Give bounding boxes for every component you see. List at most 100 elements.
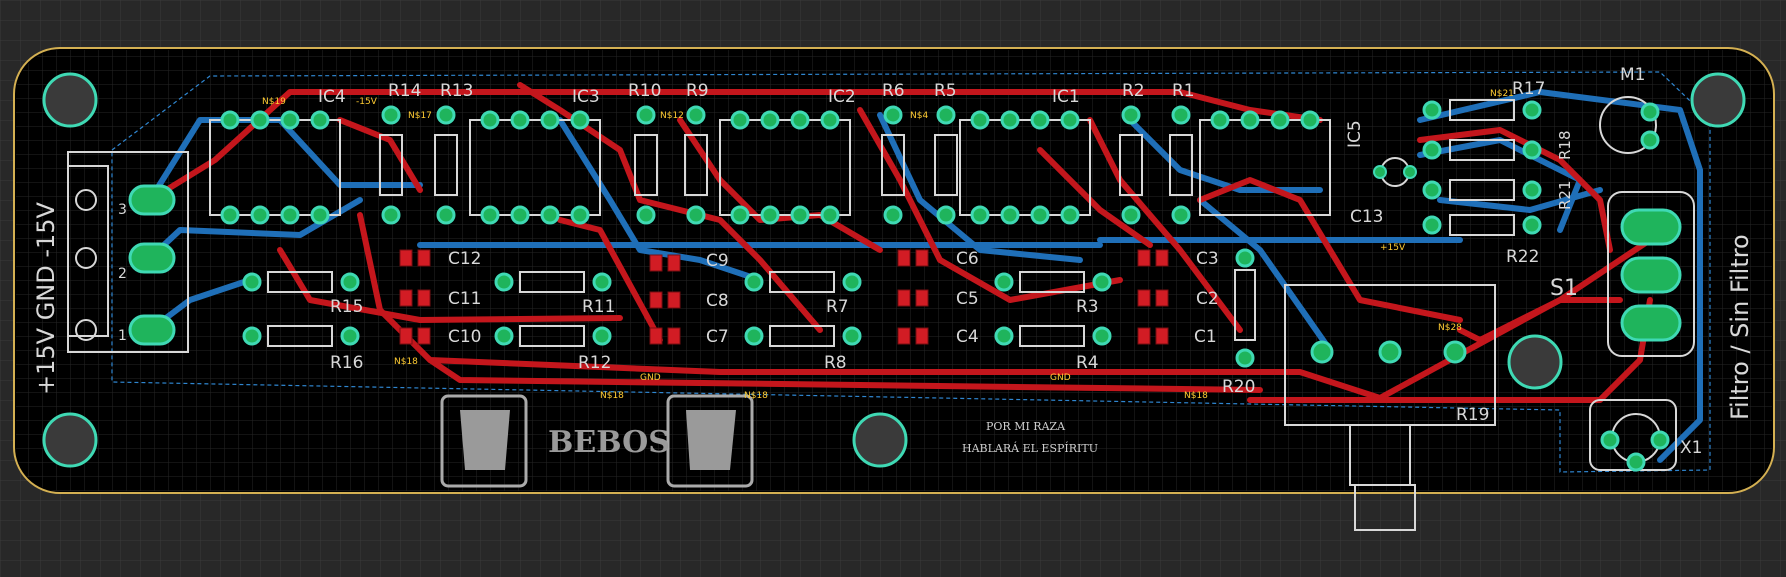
ic1-package: [959, 119, 1091, 216]
label-c4: C4: [956, 327, 979, 347]
resistor-r12: [519, 325, 585, 347]
label-r2: R2: [1122, 81, 1145, 101]
ic-packages[interactable]: [209, 119, 1331, 216]
label-c9: C9: [706, 251, 729, 271]
label-c11: C11: [448, 289, 482, 309]
motto-line-2: HABLARÁ EL ESPÍRITU: [962, 441, 1098, 455]
label-s1: S1: [1550, 276, 1578, 301]
resistor-r6: [881, 134, 905, 196]
net-label: +15V: [1380, 243, 1406, 253]
resistor-r10: [634, 134, 658, 196]
label-r17: R17: [1512, 79, 1545, 99]
net-label: -15V: [356, 97, 378, 107]
net-label: GND: [640, 373, 661, 383]
mounting-hole: [1507, 334, 1563, 390]
resistor-r16: [267, 325, 333, 347]
resistor-r1: [1169, 134, 1193, 196]
resistor-r21: [1449, 179, 1515, 201]
pin-label-1: 1: [118, 328, 127, 344]
resistor-r9: [684, 134, 708, 196]
label-r1: R1: [1172, 81, 1195, 101]
label-c8: C8: [706, 291, 729, 311]
label-r21: R21: [1556, 180, 1574, 210]
net-label: N$28: [1438, 323, 1462, 333]
label-r10: R10: [628, 81, 661, 101]
net-label: N$19: [262, 97, 286, 107]
label-r14: R14: [388, 81, 421, 101]
capacitor-c13[interactable]: [1373, 157, 1417, 187]
label-c7: C7: [706, 327, 729, 347]
label-c2: C2: [1196, 289, 1219, 309]
label-c3: C3: [1196, 249, 1219, 269]
mounting-hole: [42, 72, 98, 128]
label-r6: R6: [882, 81, 905, 101]
net-label: N$18: [744, 391, 768, 401]
vertical-resistors[interactable]: [379, 134, 1193, 196]
mounting-holes: [42, 72, 1746, 468]
ic2-package: [719, 119, 851, 216]
label-r4: R4: [1076, 353, 1099, 373]
net-label: N$17: [408, 111, 432, 121]
net-label: N$4: [910, 111, 928, 121]
label-c10: C10: [448, 327, 482, 347]
logo-text: BEBOS: [548, 425, 670, 460]
net-label: N$18: [394, 357, 418, 367]
label-r20: R20: [1222, 377, 1255, 397]
filter-mode-label: Filtro / Sin Filtro: [1726, 234, 1754, 420]
resistor-r20: [1234, 269, 1256, 341]
label-ic3: IC3: [572, 87, 600, 107]
top-copper-traces[interactable]: [147, 82, 1653, 403]
resistor-r8: [769, 325, 835, 347]
label-r19: R19: [1456, 405, 1489, 425]
label-r12: R12: [578, 353, 611, 373]
mounting-hole: [1690, 72, 1746, 128]
resistor-r13: [434, 134, 458, 196]
label-ic2: IC2: [828, 87, 856, 107]
label-x1: X1: [1680, 438, 1702, 458]
net-label: N$18: [1184, 391, 1208, 401]
label-r9: R9: [686, 81, 709, 101]
label-ic5: IC5: [1345, 120, 1365, 148]
motto-line-1: POR MI RAZA: [986, 420, 1066, 433]
label-r18: R18: [1556, 130, 1574, 160]
resistor-r11: [519, 271, 585, 293]
resistor-r3: [1019, 271, 1085, 293]
resistor-r4: [1019, 325, 1085, 347]
vertical-resistor-pads: [381, 105, 1191, 225]
resistor-r15: [267, 271, 333, 293]
smd-capacitors[interactable]: [399, 249, 1169, 345]
resistor-r5: [934, 134, 958, 196]
net-label: N$18: [600, 391, 624, 401]
label-ic1: IC1: [1052, 87, 1080, 107]
label-c6: C6: [956, 249, 979, 269]
label-r13: R13: [440, 81, 473, 101]
label-c13: C13: [1350, 207, 1384, 227]
label-c12: C12: [448, 249, 482, 269]
label-r8: R8: [824, 353, 847, 373]
net-label: N$12: [660, 111, 684, 121]
ic4-package: [209, 119, 341, 216]
potentiometer-r19[interactable]: [1284, 284, 1496, 531]
component-x1[interactable]: [1589, 399, 1677, 472]
power-rail-label: +15V GND -15V: [32, 201, 60, 395]
unam-crest-right: [666, 394, 754, 488]
label-ic4: IC4: [318, 87, 346, 107]
resistor-r17: [1449, 99, 1515, 121]
resistor-r22: [1449, 214, 1515, 236]
label-r15: R15: [330, 297, 363, 317]
label-r22: R22: [1506, 247, 1539, 267]
horizontal-resistor-pads: [242, 100, 1542, 368]
label-c1: C1: [1194, 327, 1217, 347]
ic-pins: [220, 110, 1320, 225]
pin-label-2: 2: [118, 266, 127, 282]
net-label: N$21: [1490, 89, 1514, 99]
ic5-package: [1199, 119, 1331, 216]
component-m1[interactable]: [1599, 96, 1660, 154]
resistor-r7: [769, 271, 835, 293]
potentiometer-pads: [1310, 340, 1467, 364]
horizontal-resistors[interactable]: [267, 99, 1515, 347]
power-connector[interactable]: [67, 151, 189, 353]
label-r3: R3: [1076, 297, 1099, 317]
switch-s1[interactable]: [1607, 191, 1695, 357]
